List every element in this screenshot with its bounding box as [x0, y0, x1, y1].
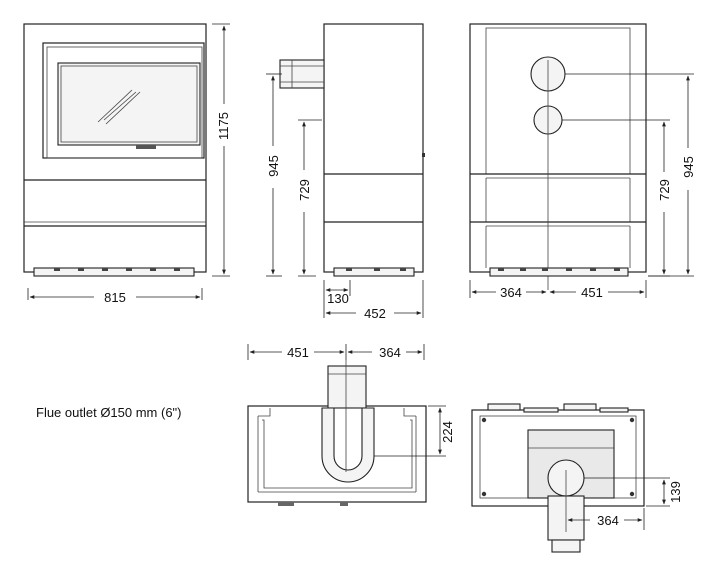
- dim-top-451: 451: [287, 345, 309, 360]
- dim-rear-451: 451: [581, 285, 603, 300]
- dim-side-729: 729: [297, 179, 312, 201]
- front-view: PIAZZETTA 815 1175: [23, 23, 231, 305]
- dim-rear-945: 945: [681, 156, 696, 178]
- bottom-view: 364 139: [471, 403, 683, 553]
- side-flue-pipe: [279, 59, 325, 89]
- side-view: 945 729 130 452: [266, 23, 425, 321]
- glass-panel: [57, 62, 201, 146]
- dim-rear-364: 364: [500, 285, 522, 300]
- dim-rear-729: 729: [657, 179, 672, 201]
- dim-bottom-364: 364: [597, 513, 619, 528]
- flue-outlet-note: Flue outlet Ø150 mm (6"): [36, 405, 182, 420]
- dim-side-452: 452: [364, 306, 386, 321]
- top-view: 451 364 224: [247, 344, 455, 506]
- dim-side-945: 945: [266, 155, 281, 177]
- dim-bottom-139: 139: [668, 481, 683, 503]
- top-flue-pipe: [327, 365, 367, 409]
- dim-height-front: 1175: [216, 112, 231, 140]
- dim-top-364: 364: [379, 345, 401, 360]
- dim-width-front: 815: [104, 290, 126, 305]
- front-base: [33, 267, 195, 277]
- dim-top-224: 224: [440, 421, 455, 443]
- dim-side-130: 130: [327, 291, 349, 306]
- rear-view: 945 729 364 451: [469, 23, 696, 300]
